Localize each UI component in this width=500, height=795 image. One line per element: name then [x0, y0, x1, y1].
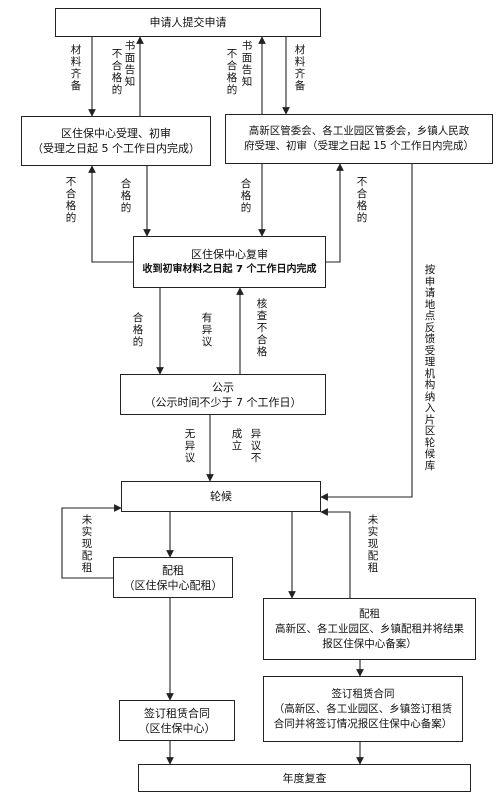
label-materials-complete-left: 材料齐备	[70, 44, 82, 92]
label-unqualified-left: 不合格的	[111, 48, 123, 96]
label-no-objection: 无异议	[184, 428, 196, 464]
zone-allot-box: 配租 高新区、各工业园区、乡镇配租并将结果 报区住保中心备案）	[263, 598, 476, 660]
label-publicity-objection: 有异议	[201, 312, 213, 348]
label-not-allotted-left: 未实现配租	[81, 514, 93, 574]
waiting-box: 轮候	[121, 481, 321, 512]
district-contract-title: 签订租赁合同	[144, 706, 210, 720]
label-publicity-qualified: 合格的	[132, 312, 144, 348]
district-review-note: （受理之日起 5 个工作日内完成）	[32, 142, 200, 155]
label-written-notice-left: 书面告知	[124, 40, 136, 88]
district-allot-title: 配租	[162, 563, 184, 577]
label-recheck-unqualified-right: 不合格的	[356, 176, 368, 224]
district-review-title: 区住保中心受理、初审	[61, 127, 171, 140]
label-objection-not: 异议不	[250, 428, 262, 464]
zone-allot-line3: 报区住保中心备案）	[322, 637, 417, 650]
label-recheck-qualified-left: 合格的	[120, 178, 132, 214]
arrow-recheck-unqualified-to-district	[88, 165, 133, 263]
arrow-recheck-unqualified-to-zone	[326, 163, 344, 263]
district-allot-note: （区住保中心配租）	[123, 578, 223, 592]
annual-review-text: 年度复查	[282, 771, 327, 785]
label-established: 成立	[231, 428, 243, 452]
waiting-text: 轮候	[210, 490, 232, 503]
zone-review-line1: 高新区管委会、各工业园区管委会，乡镇人民政	[248, 125, 470, 137]
submit-application-text: 申请人提交申请	[149, 16, 227, 29]
zone-review-line2: 府受理、初审（受理之日起 15 个工作日内完成）	[243, 140, 475, 152]
annual-review-box: 年度复查	[138, 764, 471, 792]
zone-allot-title: 配租	[359, 607, 380, 620]
label-verify-unqualified: 核查不合格	[256, 298, 268, 358]
district-review-box: 区住保中心受理、初审 （受理之日起 5 个工作日内完成）	[21, 116, 211, 166]
zone-contract-line3: 合同并将签订情况报区住保中心备案）	[273, 717, 453, 730]
recheck-title: 区住保中心复审	[191, 248, 268, 261]
arrow-zone-allot-not-allotted	[320, 508, 351, 598]
zone-review-box: 高新区管委会、各工业园区管委会，乡镇人民政 府受理、初审（受理之日起 15 个工…	[225, 114, 493, 164]
zone-contract-box: 签订租赁合同 （高新区、各工业园区、乡镇签订租赁 合同并将签订情况报区住保中心备…	[263, 676, 463, 742]
label-unqualified-right: 不合格的	[226, 48, 238, 96]
publicity-box: 公示 （公示时间不少于 7 个工作日）	[120, 374, 326, 415]
arrow-feedback-to-waiting	[320, 164, 413, 501]
label-not-allotted-right: 未实现配租	[367, 514, 379, 574]
zone-contract-line2: （高新区、各工业园区、乡镇签订租赁	[273, 702, 453, 715]
district-contract-note: （区住保中心）	[138, 721, 216, 735]
label-recheck-qualified-right: 合格的	[240, 178, 252, 214]
submit-application-box: 申请人提交申请	[55, 8, 321, 37]
label-materials-complete-right: 材料齐备	[294, 44, 306, 92]
label-written-notice-right: 书面告知	[241, 40, 253, 88]
district-contract-box: 签订租赁合同 （区住保中心）	[119, 700, 235, 741]
publicity-title: 公示	[212, 380, 234, 394]
recheck-box: 区住保中心复审 收到初审材料之日起 7 个工作日内完成	[133, 236, 326, 288]
label-recheck-unqualified-left: 不合格的	[65, 176, 77, 224]
zone-contract-title: 签订租赁合同	[331, 687, 395, 700]
zone-allot-line2: 高新区、各工业园区、乡镇配租并将结果	[275, 622, 464, 635]
arrow-district-allot-not-allotted	[61, 504, 122, 579]
recheck-note: 收到初审材料之日起 7 个工作日内完成	[142, 264, 317, 275]
district-allot-box: 配租 （区住保中心配租）	[113, 557, 233, 598]
publicity-note: （公示时间不少于 7 个工作日）	[144, 395, 302, 409]
label-feedback-to-waiting-pool: 按申请地点反馈受理机构纳入片区轮候库	[424, 264, 436, 472]
